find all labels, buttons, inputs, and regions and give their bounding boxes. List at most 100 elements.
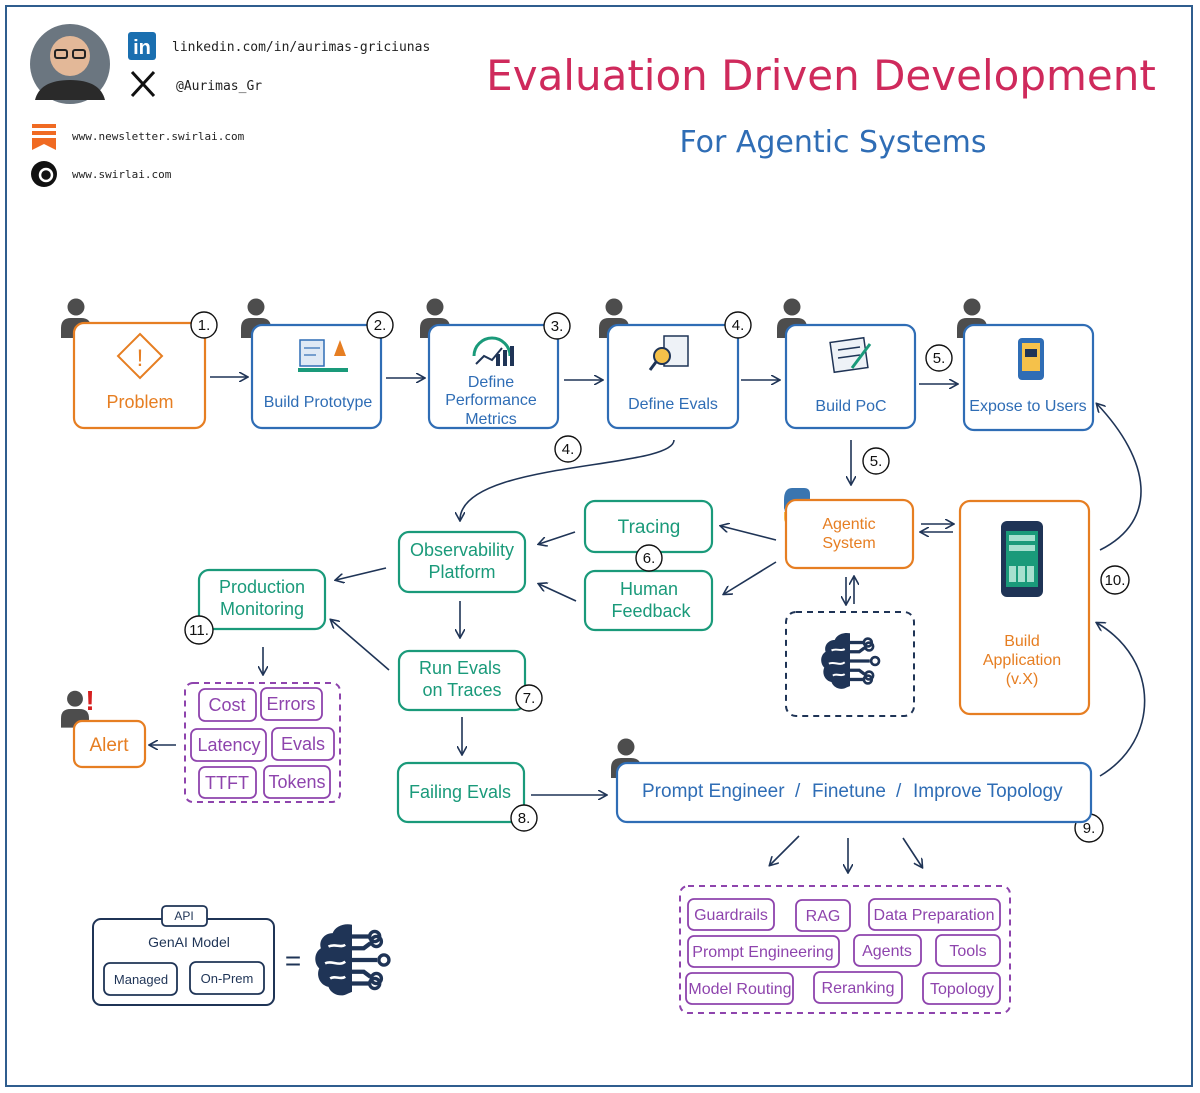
technique-reranking (813, 971, 903, 1004)
page-subtitle: For Agentic Systems (679, 125, 986, 160)
svg-text:Build PoC: Build PoC (815, 398, 886, 415)
step-expose-users: Expose to Users (962, 323, 1095, 432)
brain-icon (819, 631, 881, 691)
svg-text:Build Prototype: Build Prototype (264, 394, 373, 411)
step-number-2 (366, 311, 394, 339)
x-logo-icon (130, 70, 156, 98)
svg-text:!: ! (137, 345, 144, 372)
step-number-6 (635, 544, 663, 572)
svg-text:Tools: Tools (949, 943, 986, 960)
document-magnifier-icon (648, 335, 689, 371)
checklist-icon (829, 336, 872, 374)
svg-text:4.: 4. (732, 317, 745, 334)
step-number-5b (862, 447, 890, 475)
svg-text:System: System (822, 535, 875, 552)
svg-text:RAG: RAG (806, 908, 841, 925)
run-evals-on-traces: Run Evals on Traces (397, 649, 527, 712)
technique-topology (922, 972, 1001, 1005)
human-feedback-box: Human Feedback (583, 569, 714, 632)
swirl-logo-icon (31, 161, 57, 187)
svg-text:Observability: Observability (410, 540, 514, 560)
technique-agents (853, 934, 922, 967)
svg-text:Platform: Platform (428, 562, 495, 582)
svg-text:Managed: Managed (114, 972, 168, 987)
svg-text:Application: Application (983, 652, 1061, 669)
metric-cost (198, 688, 257, 722)
observability-platform: Observability Platform (397, 530, 527, 594)
svg-text:TTFT: TTFT (205, 773, 249, 793)
metric-tokens (263, 765, 331, 799)
svg-text:Errors: Errors (267, 694, 316, 714)
svg-text:2.: 2. (374, 317, 387, 334)
svg-text:Problem: Problem (106, 392, 173, 412)
svg-text:5.: 5. (933, 350, 946, 367)
linkedin-url[interactable]: linkedin.com/in/aurimas-griciunas (172, 40, 430, 55)
svg-text:in: in (133, 37, 151, 59)
svg-text:9.: 9. (1083, 820, 1096, 837)
svg-text:Agents: Agents (862, 943, 912, 960)
website-url[interactable]: www.swirlai.com (72, 168, 172, 181)
step-problem: ! Problem (72, 321, 207, 430)
svg-text:Reranking: Reranking (822, 980, 895, 997)
svg-text:On-Prem: On-Prem (201, 971, 254, 986)
svg-text:10.: 10. (1105, 572, 1126, 589)
technique-rag (795, 899, 851, 932)
svg-text:(v.X): (v.X) (1006, 671, 1039, 688)
step-build-prototype: Build Prototype (250, 323, 383, 430)
brain-icon (315, 924, 389, 995)
build-application: Build Application (v.X) (958, 499, 1091, 716)
step-number-11 (184, 615, 214, 645)
svg-text:6.: 6. (643, 550, 656, 567)
svg-text:Evals: Evals (281, 734, 325, 754)
step-number-8 (510, 804, 538, 832)
svg-text:Guardrails: Guardrails (694, 907, 768, 924)
step-number-7 (515, 684, 543, 712)
technique-tools (935, 934, 1001, 967)
svg-text:Feedback: Feedback (611, 601, 691, 621)
svg-text:Model Routing: Model Routing (688, 981, 791, 998)
alert-box: Alert (72, 719, 147, 769)
production-monitoring: Production Monitoring (197, 568, 327, 631)
finetune-label: Finetune (812, 781, 886, 802)
newsletter-url[interactable]: www.newsletter.swirlai.com (72, 130, 245, 143)
linkedin-icon: in (128, 32, 156, 60)
svg-text:Latency: Latency (197, 735, 260, 755)
svg-text:8.: 8. (518, 810, 531, 827)
failing-evals: Failing Evals (396, 761, 526, 824)
svg-text:Tokens: Tokens (268, 772, 325, 792)
author-avatar (30, 24, 110, 104)
step-number-5 (925, 344, 953, 372)
equals-sign: = (285, 945, 301, 976)
x-handle[interactable]: @Aurimas_Gr (176, 79, 262, 94)
step-number-4 (724, 311, 752, 339)
metric-evals (271, 727, 335, 761)
step-number-4b (554, 435, 582, 463)
svg-text:Agentic: Agentic (822, 516, 875, 533)
step-number-1 (190, 311, 218, 339)
improve-topology-label: Improve Topology (913, 781, 1063, 802)
step-number-3 (543, 312, 571, 340)
gauge-chart-icon (472, 336, 514, 366)
svg-text:1.: 1. (198, 317, 211, 334)
technique-prompt-engineering (687, 935, 840, 968)
svg-text:Topology: Topology (930, 981, 994, 998)
svg-text:Human: Human (620, 579, 678, 599)
genai-legend: API GenAI Model Managed On-Prem (92, 905, 275, 1006)
tracing-box: Tracing (583, 499, 714, 554)
monitoring-metrics-group: Cost Errors Latency Evals TTFT Tokens (184, 682, 341, 803)
agentic-system: Agentic System (784, 498, 915, 570)
svg-text:4.: 4. (562, 441, 575, 458)
svg-text:Define: Define (468, 374, 514, 391)
svg-text:7.: 7. (523, 690, 536, 707)
smartphone-icon (1001, 521, 1043, 597)
svg-text:3.: 3. (551, 318, 564, 335)
svg-text:11.: 11. (189, 622, 209, 639)
prototype-icon (298, 339, 348, 372)
managed-tag (103, 962, 178, 996)
svg-text:Tracing: Tracing (618, 517, 681, 538)
warning-icon (116, 332, 164, 380)
step-build-poc: Build PoC (784, 323, 917, 430)
svg-text:Monitoring: Monitoring (220, 599, 304, 619)
separator: / (795, 781, 801, 802)
